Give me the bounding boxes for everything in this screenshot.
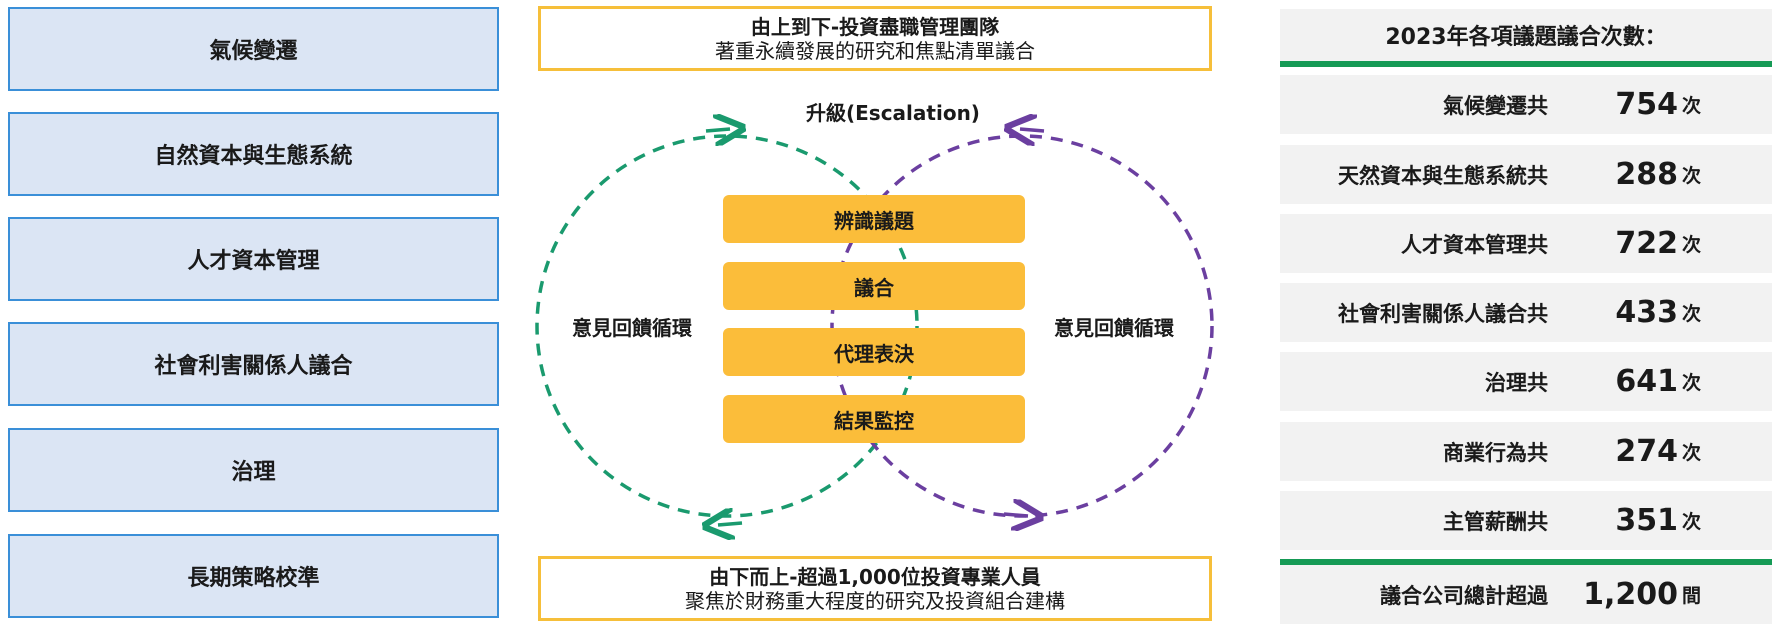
total-unit: 間 [1682,585,1702,607]
step-outcome-monitoring: 結果監控 [723,395,1025,443]
stat-unit: 次 [1682,372,1702,394]
topic-climate-change: 氣候變遷 [8,7,499,91]
bottom-up-title: 由下而上-超過1,000位投資專業人員 [709,564,1041,589]
stats-header: 2023年各項議題議合次數： [1280,9,1772,61]
stat-unit: 次 [1682,95,1702,117]
stat-unit: 次 [1682,511,1702,533]
stat-row-business-conduct: 商業行為共 274 次 [1280,422,1772,481]
top-down-banner: 由上到下-投資盡職管理團隊 著重永續發展的研究和焦點清單議合 [538,6,1212,71]
top-down-subtitle: 著重永續發展的研究和焦點清單議合 [715,38,1035,63]
step-identify-issues: 辨識議題 [723,195,1025,243]
stats-header-rule [1280,61,1772,67]
stat-unit: 次 [1682,234,1702,256]
stat-label: 商業行為共 [1443,440,1548,465]
stat-label: 治理共 [1485,370,1548,395]
top-down-title: 由上到下-投資盡職管理團隊 [750,14,1000,39]
stat-value: 754 [1615,87,1678,122]
topic-stakeholder-engagement: 社會利害關係人議合 [8,322,499,406]
total-label: 議合公司總計超過 [1380,583,1548,608]
stat-row-total: 議合公司總計超過 1,200 間 [1280,565,1772,624]
stat-row-climate: 氣候變遷共 754 次 [1280,75,1772,134]
left-loop-arrow-bottom [718,523,743,525]
stat-row-executive-pay: 主管薪酬共 351 次 [1280,491,1772,550]
stat-row-governance: 治理共 641 次 [1280,352,1772,411]
topic-long-term-strategy: 長期策略校準 [8,534,499,618]
total-value: 1,200 [1583,577,1678,612]
stat-value: 288 [1615,157,1678,192]
stat-unit: 次 [1682,303,1702,325]
stat-value: 274 [1615,434,1678,469]
bottom-up-banner: 由下而上-超過1,000位投資專業人員 聚焦於財務重大程度的研究及投資組合建構 [538,556,1212,621]
topic-human-capital: 人才資本管理 [8,217,499,301]
stat-label: 社會利害關係人議合共 [1338,301,1548,326]
left-feedback-label: 意見回饋循環 [572,316,692,340]
right-loop-arrow-bottom [1003,514,1028,516]
stats-total-rule [1280,559,1772,565]
stat-value: 641 [1615,364,1678,399]
stat-label: 天然資本與生態系統共 [1338,163,1548,188]
topic-natural-capital: 自然資本與生態系統 [8,112,499,196]
stat-value: 433 [1615,295,1678,330]
stat-unit: 次 [1682,442,1702,464]
right-loop-arrow-top [1020,129,1045,131]
stat-label: 人才資本管理共 [1401,232,1548,257]
stat-label: 主管薪酬共 [1443,509,1548,534]
stat-unit: 次 [1682,165,1702,187]
stat-value: 722 [1615,226,1678,261]
bottom-up-subtitle: 聚焦於財務重大程度的研究及投資組合建構 [685,588,1065,613]
right-feedback-label: 意見回饋循環 [1054,316,1174,340]
step-proxy-voting: 代理表決 [723,328,1025,376]
stat-row-natural-capital: 天然資本與生態系統共 288 次 [1280,145,1772,204]
step-engagement: 議合 [723,262,1025,310]
stat-value: 351 [1615,503,1678,538]
left-loop-arrow-top [705,129,730,131]
stat-label: 氣候變遷共 [1443,93,1548,118]
stat-row-human-capital: 人才資本管理共 722 次 [1280,214,1772,273]
stat-row-stakeholder: 社會利害關係人議合共 433 次 [1280,283,1772,342]
topic-governance: 治理 [8,428,499,512]
escalation-label: 升級(Escalation) [806,101,980,125]
